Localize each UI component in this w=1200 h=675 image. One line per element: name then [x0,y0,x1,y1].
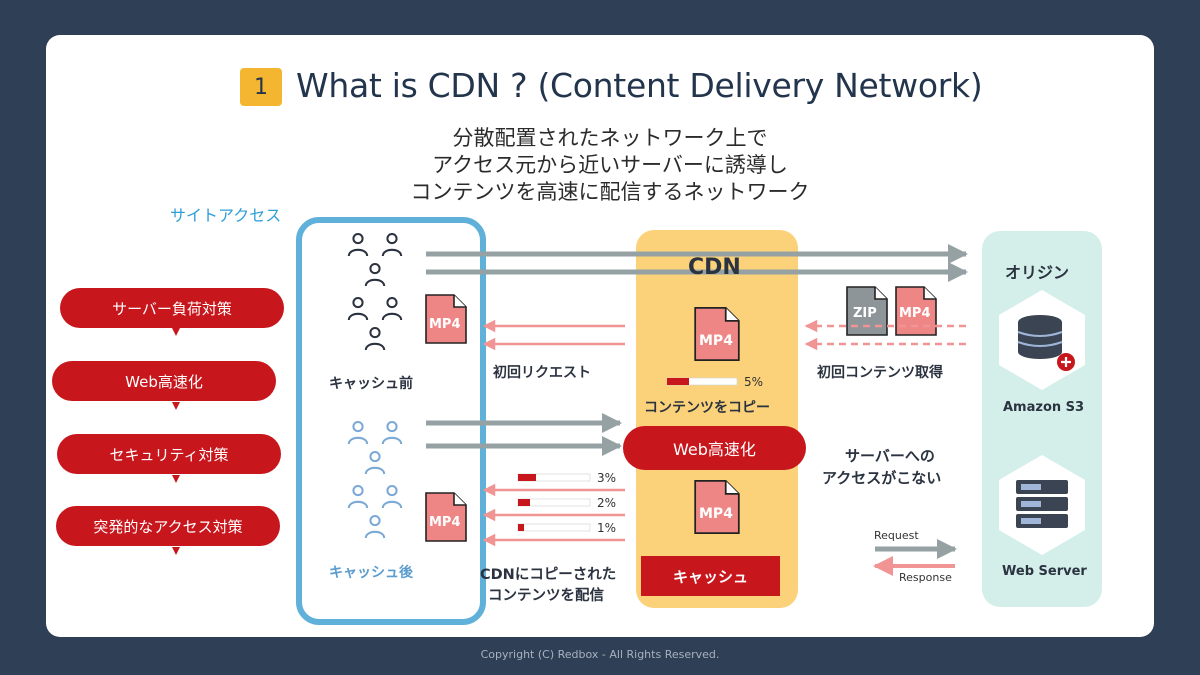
mp4-label: MP4 [699,333,733,349]
pill-tails [172,328,180,555]
subtitle-line: 分散配置されたネットワーク上で [452,126,768,150]
legend-response-label: Response [899,571,952,584]
no-access-label-line: サーバーへの [845,447,935,465]
page-title: What is CDN ? (Content Delivery Network) [296,66,983,105]
distribute-progress-bar [517,473,591,482]
legend-request-label: Request [874,529,919,542]
first-fetch-label: 初回コンテンツ取得 [817,365,943,381]
users-before-icon [347,232,403,352]
cdn-web-speed-badge: Web高速化 [623,426,806,470]
cdn-box [636,230,798,608]
benefit-pill-burst-access: 突発的なアクセス対策 [56,506,280,546]
site-access-label: サイトアクセス [170,206,282,225]
copy-progress-bar [666,377,738,386]
benefit-pill-web-speed: Web高速化 [52,361,276,401]
distribute-label-line: コンテンツを配信 [488,588,604,604]
zip-label: ZIP [853,306,877,321]
no-access-label-line: アクセスがこない [822,469,942,487]
mp4-label: MP4 [429,515,461,530]
section-number-badge: 1 [240,68,282,106]
subtitle: 分散配置されたネットワーク上で アクセス元から近いサーバーに誘導し コンテンツを… [350,125,870,206]
mp4-label: MP4 [699,506,733,522]
cdn-cache-badge: キャッシュ [641,556,780,596]
copy-content-label: コンテンツをコピー [644,400,770,416]
distribute-progress-bar [517,523,591,532]
origin-title: オリジン [1005,263,1070,282]
distribute-progress-label: 3% [597,471,617,485]
subtitle-line: コンテンツを高速に配信するネットワーク [410,180,810,204]
benefit-pill-security: セキュリティ対策 [57,434,281,474]
cdn-title: CDN [688,255,741,280]
distribute-progress-bar [517,498,591,507]
web-server-label: Web Server [1002,564,1087,579]
amazon-s3-label: Amazon S3 [1003,400,1085,415]
subtitle-line: アクセス元から近いサーバーに誘導し [432,153,788,177]
copyright-footer: Copyright (C) Redbox - All Rights Reserv… [480,648,720,661]
first-request-label: 初回リクエスト [493,365,591,381]
benefit-pill-server-load: サーバー負荷対策 [60,288,284,328]
distribute-label-line: CDNにコピーされた [480,567,617,583]
amazon-s3-icon [999,290,1085,390]
users-after-icon [347,420,403,540]
web-server-icon [999,455,1085,555]
mp4-label: MP4 [429,317,461,332]
copy-progress-label: 5% [744,375,764,389]
before-cache-label: キャッシュ前 [329,376,413,392]
mp4-label: MP4 [899,306,931,321]
distribute-progress-label: 2% [597,496,617,510]
distribute-progress-label: 1% [597,521,617,535]
after-cache-label: キャッシュ後 [329,565,413,581]
